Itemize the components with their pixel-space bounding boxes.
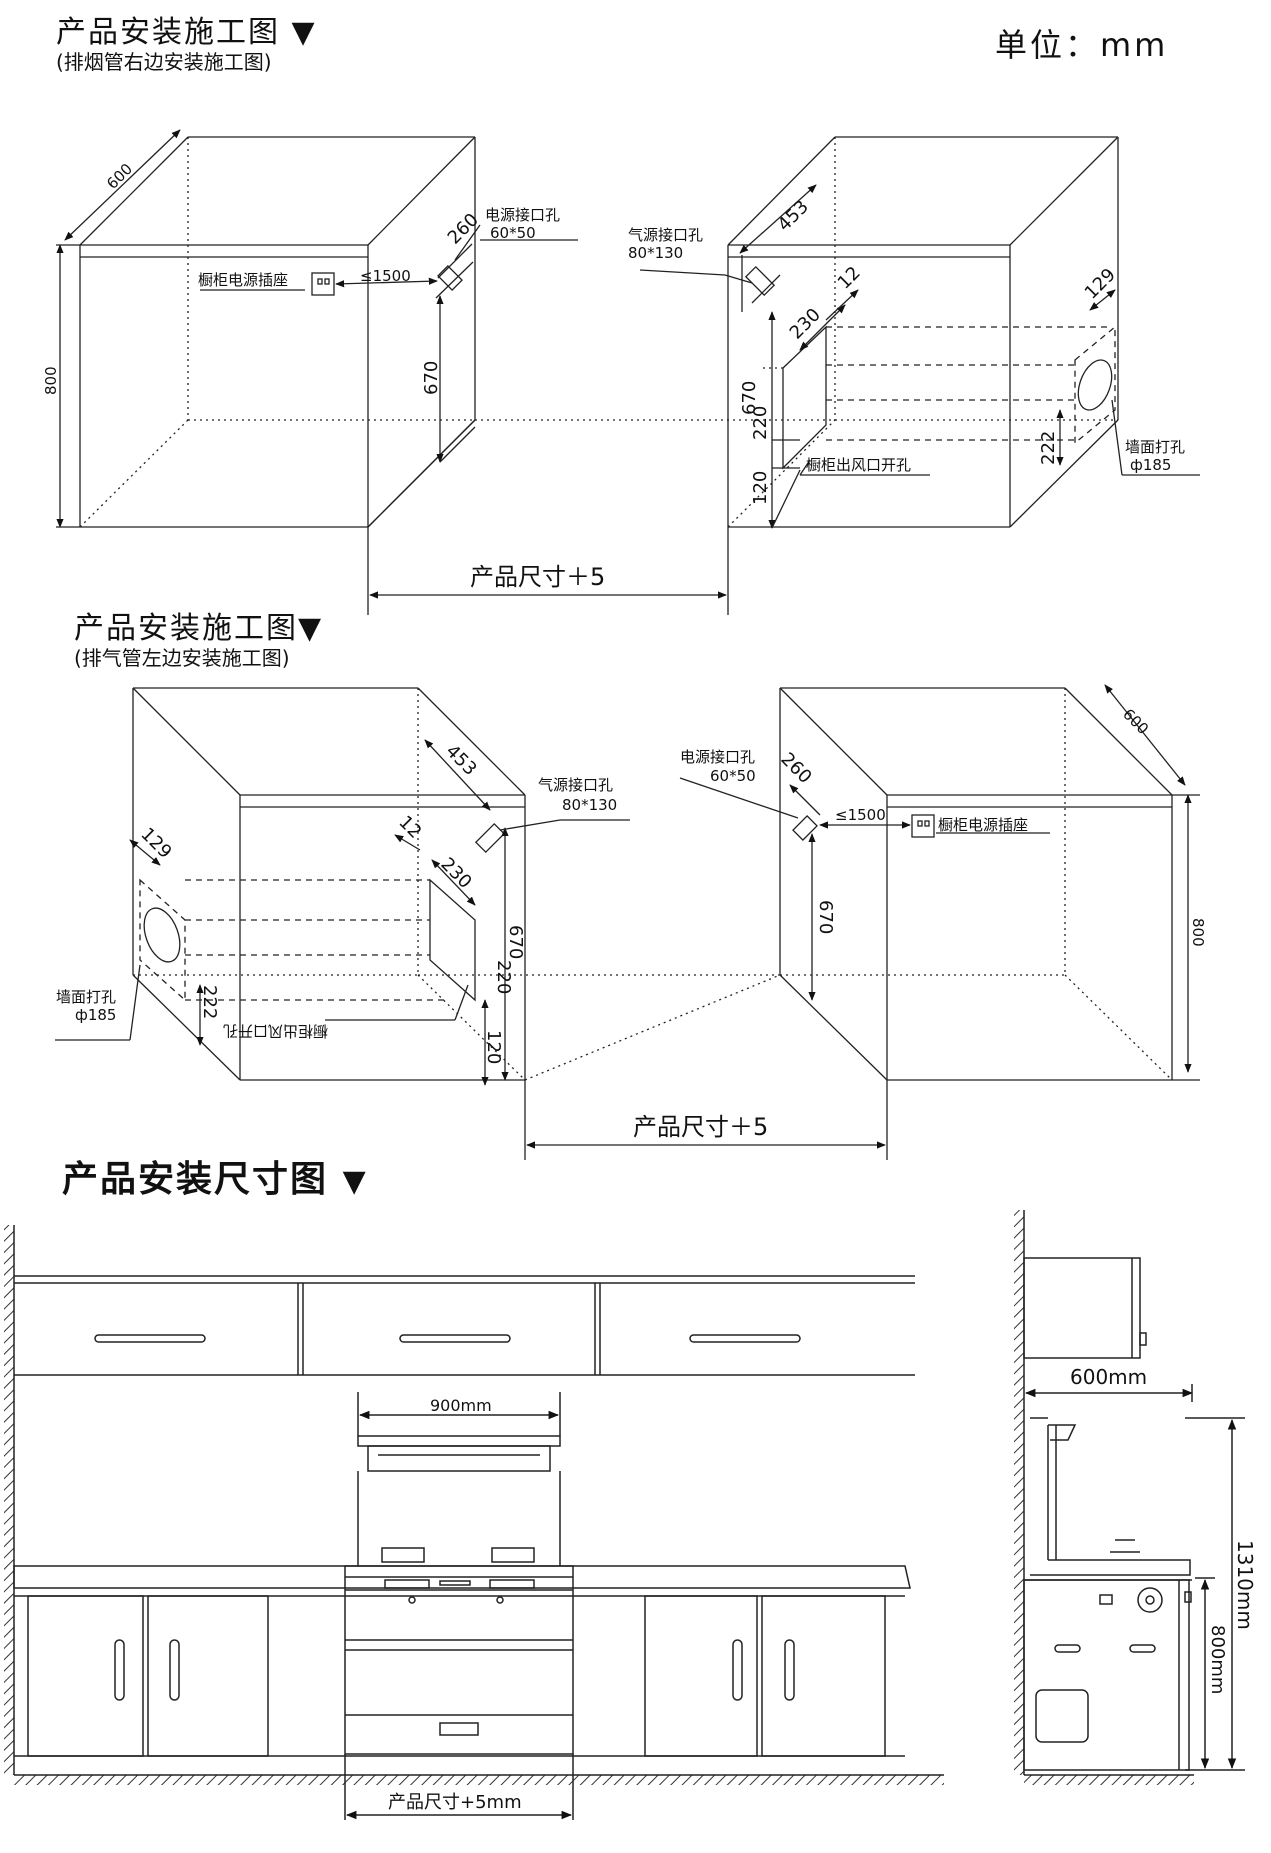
- s2-power-hole-label: 电源接口孔: [680, 748, 755, 766]
- s1-wall-height: 222: [1038, 431, 1059, 465]
- s1-power-hole-size: 60*50: [490, 224, 536, 242]
- triangle-down-icon: ▼: [291, 15, 317, 50]
- s1-socket-distance: ≤1500: [360, 267, 411, 285]
- s2-width-label: 产品尺寸＋5: [633, 1113, 768, 1141]
- s3-bottom-width: 产品尺寸+5mm: [388, 1792, 522, 1813]
- s2-gas-height: 670: [505, 925, 526, 959]
- s1-outlet-label: 橱柜出风口开孔: [806, 456, 911, 474]
- s2-wall-offset: 129: [136, 824, 175, 863]
- s2-gas-offset: 453: [441, 741, 480, 780]
- s1-socket-label: 橱柜电源插座: [198, 271, 288, 289]
- s1-wall-hole-label: 墙面打孔: [1125, 438, 1185, 456]
- s2-outlet-label: 橱柜出风口开孔: [223, 1022, 328, 1040]
- s1-power-offset: 260: [444, 209, 483, 248]
- s2-socket-label: 橱柜电源插座: [938, 816, 1028, 834]
- s2-right-cabinet: [779, 687, 1173, 1081]
- section2-subtitle: (排气管左边安装施工图): [74, 646, 290, 670]
- s2-wall-hole-size: ф185: [75, 1006, 116, 1024]
- s1-outlet-width: 230: [786, 304, 825, 343]
- triangle-down-icon: ▼: [298, 611, 324, 646]
- section1-title: 产品安装施工图 ▼: [56, 15, 317, 50]
- triangle-down-icon: ▼: [342, 1164, 368, 1199]
- s1-gas-hole-label: 气源接口孔: [628, 226, 703, 244]
- s2-power-hole-size: 60*50: [710, 767, 756, 785]
- s1-width-label: 产品尺寸＋5: [470, 563, 605, 591]
- s1-gap: 12: [834, 262, 865, 293]
- s3-side-counter-height: 800mm: [1207, 1625, 1228, 1694]
- s3-hood-width: 900mm: [430, 1396, 492, 1415]
- s1-gas-hole-size: 80*130: [628, 244, 683, 262]
- s1-height-label: 800: [42, 366, 60, 395]
- s2-wall-height: 222: [199, 985, 220, 1019]
- s1-power-hole-label: 电源接口孔: [485, 206, 560, 224]
- s2-depth-label: 600: [1119, 705, 1152, 738]
- section3-front-view: [4, 1225, 944, 1820]
- s2-power-height: 670: [815, 900, 836, 934]
- s2-outlet-height: 220: [493, 960, 514, 994]
- s1-wall-hole-size: ф185: [1130, 456, 1171, 474]
- section2-diagram: [55, 684, 1200, 1160]
- s2-gas-hole-label: 气源接口孔: [538, 776, 613, 794]
- s1-outlet-bottom: 120: [750, 471, 771, 505]
- s1-wall-offset: 129: [1081, 264, 1120, 303]
- section1-diagram: [56, 129, 1200, 615]
- s1-power-height: 670: [421, 361, 442, 395]
- s1-gas-offset: 453: [774, 196, 813, 235]
- s2-power-offset: 260: [776, 749, 815, 788]
- unit-label: 单位：mm: [995, 26, 1169, 64]
- section3-title: 产品安装尺寸图 ▼: [62, 1159, 368, 1200]
- s2-height-label: 800: [1189, 918, 1207, 947]
- s1-depth-label: 600: [103, 160, 136, 193]
- s2-outlet-bottom: 120: [483, 1030, 504, 1064]
- section3-side-view: [1014, 1210, 1245, 1785]
- s1-left-cabinet: [79, 136, 476, 528]
- s3-side-total-height: 1310mm: [1233, 1540, 1257, 1630]
- section2-title: 产品安装施工图▼: [74, 611, 324, 646]
- s1-gas-height: 670: [739, 381, 760, 415]
- s2-wall-hole-label: 墙面打孔: [56, 988, 116, 1006]
- s3-side-depth: 600mm: [1070, 1365, 1147, 1389]
- s2-socket-distance: ≤1500: [835, 806, 886, 824]
- section1-subtitle: (排烟管右边安装施工图): [56, 50, 272, 74]
- s2-gas-hole-size: 80*130: [562, 796, 617, 814]
- s1-outlet-height: 220: [750, 406, 771, 440]
- s2-outlet-width: 230: [436, 854, 475, 893]
